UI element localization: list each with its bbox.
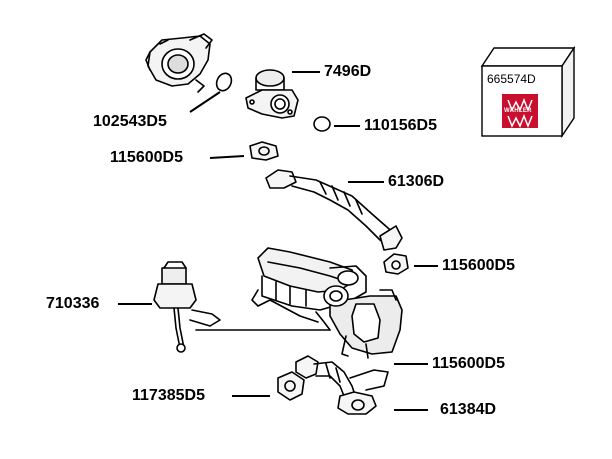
lower-gasket-part — [295, 355, 319, 379]
label-115600d5-bottom: 115600D5 — [432, 355, 505, 372]
gasket-top-part — [249, 141, 279, 161]
gasket-right-part — [383, 253, 409, 275]
egr-cooler-module-part — [251, 247, 403, 359]
egr-valve-part — [245, 69, 299, 119]
label-7496d: 7496D — [324, 63, 372, 80]
kit-box-brand: WAHLER — [504, 108, 532, 114]
label-710336: 710336 — [46, 295, 100, 312]
kit-box-code: 665574D — [487, 72, 536, 86]
label-117385d5: 117385D5 — [132, 387, 205, 404]
kit-box — [480, 45, 576, 139]
label-115600d5-right: 115600D5 — [442, 257, 515, 274]
o-ring-102543d5 — [215, 72, 233, 92]
label-115600d5-top: 115600D5 — [110, 149, 183, 166]
label-61306d: 61306D — [388, 173, 445, 190]
vacuum-actuator-part — [153, 261, 221, 353]
label-110156d5: 110156D5 — [364, 117, 437, 134]
label-102543d5: 102543D5 — [93, 113, 167, 130]
label-61384d: 61384D — [440, 401, 497, 418]
leader-lines — [118, 71, 438, 411]
egr-pipe-part — [265, 169, 403, 251]
throttle-housing-part — [145, 33, 213, 93]
gasket-117385d5-part — [277, 371, 305, 401]
lower-pipe-part — [313, 361, 389, 415]
o-ring-110156d5 — [313, 116, 331, 132]
